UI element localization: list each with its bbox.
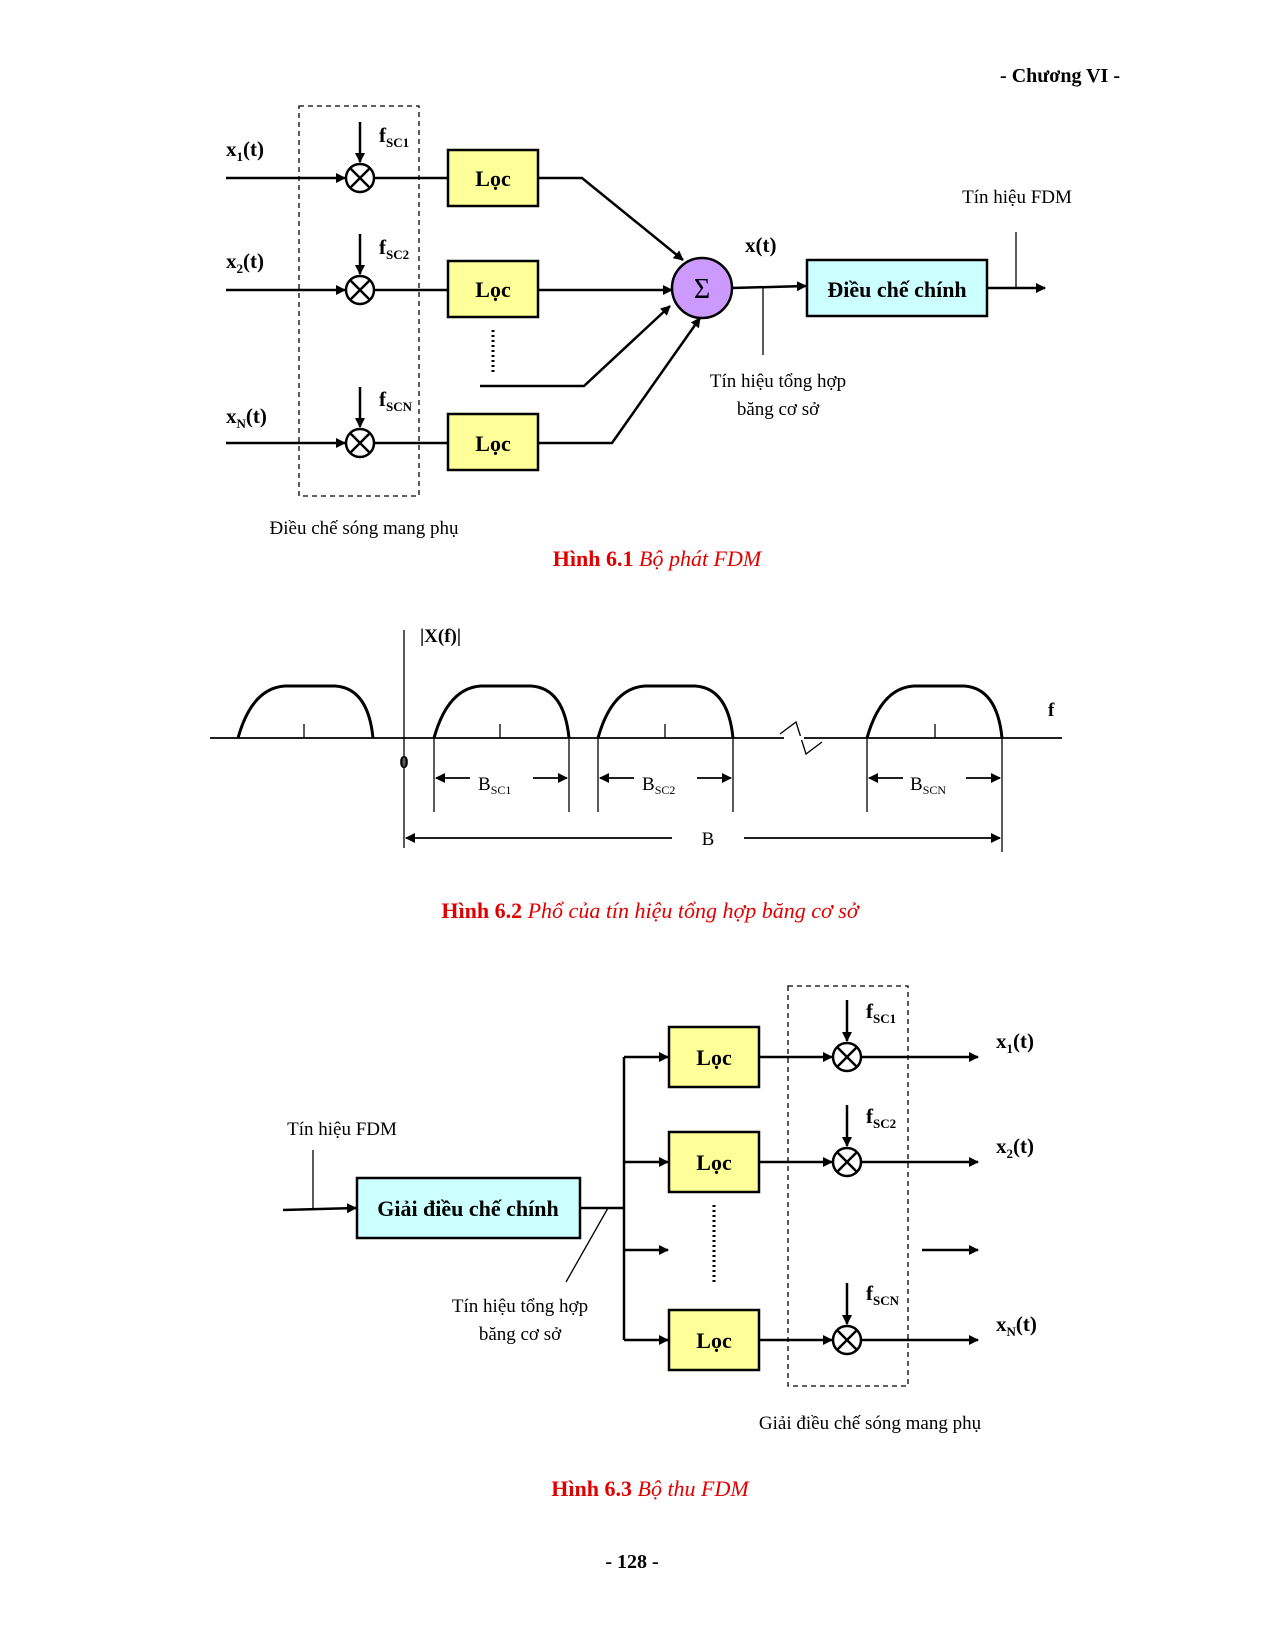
carrier-fscn-label: fSCN [379, 387, 413, 414]
caption-fig-6-2: Hình 6.2 Phổ của tín hiệu tổng hợp băng … [441, 898, 859, 923]
origin-zero: 0 [400, 752, 409, 772]
bsc1-label: BSC1 [478, 774, 511, 797]
subcarrier-mod-label: Điều chế sóng mang phụ [270, 518, 459, 539]
input-x1-label: x1(t) [226, 137, 264, 164]
caption-fig-6-3: Hình 6.3 Bộ thu FDM [551, 1476, 750, 1501]
main-demodulator-box [355, 1176, 582, 1240]
rx-filter-box-N [667, 1308, 761, 1372]
baseband-label-3a: Tín hiệu tổng hợp [452, 1296, 588, 1317]
spectrum-sc2 [596, 684, 735, 739]
rx-filter-label-2: Lọc [696, 1150, 732, 1175]
baseband-label-1a: Tín hiệu tổng hợp [710, 371, 846, 392]
rx-carrier-fscn-label: fSCN [866, 1281, 900, 1308]
subcarrier-demod-group [787, 985, 909, 1387]
filter-box-1 [446, 148, 540, 208]
input-xN-label: xN(t) [226, 404, 267, 431]
filter-box-N [446, 412, 540, 472]
spectrum-scn [865, 684, 1004, 739]
figure-6-1: x1(t) x2(t) xN(t) fSC1 fSC2 [226, 105, 1072, 571]
main-demodulator-label: Giải điều chế chính [377, 1196, 559, 1221]
carrier-fsc2-label: fSC2 [379, 235, 409, 262]
spectrum-sc1 [432, 684, 571, 739]
chapter-header: - Chương VI - [1000, 65, 1120, 87]
subcarrier-modulation-group [298, 105, 420, 497]
filter-label-1: Lọc [475, 166, 511, 191]
mixer-2-icon [344, 274, 376, 306]
sigma-symbol: Σ [694, 274, 710, 305]
mixer-1-icon [344, 162, 376, 194]
xlabel-f: f [1048, 700, 1055, 721]
caption-fig-6-1: Hình 6.1 Bộ phát FDM [553, 546, 763, 571]
figure-6-3: Tín hiệu FDM Giải điều chế chính Tín hiệ… [282, 985, 1037, 1501]
fdm-signal-label-3: Tín hiệu FDM [287, 1119, 397, 1140]
bscn-label: BSCN [910, 774, 946, 797]
carrier-fsc1-label: fSC1 [379, 123, 409, 150]
spectrum-negative [236, 684, 375, 739]
rx-mixer-N-icon [831, 1324, 863, 1356]
rx-filter-label-N: Lọc [696, 1328, 732, 1353]
main-modulator-label: Điều chế chính [827, 277, 966, 302]
rx-filter-label-1: Lọc [696, 1045, 732, 1070]
page-number: - 128 - [605, 1551, 658, 1573]
output-xN-label: xN(t) [996, 1312, 1037, 1339]
rx-mixer-1-icon [831, 1041, 863, 1073]
rx-mixer-2-icon [831, 1146, 863, 1178]
input-x2-label: x2(t) [226, 249, 264, 276]
baseband-label-1b: băng cơ sở [737, 399, 820, 420]
figure-6-2: |X(f)| f 0 BSC1 BSC2 BSCN B [210, 626, 1062, 923]
baseband-label-3b: băng cơ sở [479, 1324, 562, 1345]
rx-carrier-fsc2-label: fSC2 [866, 1104, 896, 1131]
bsc2-label: BSC2 [642, 774, 675, 797]
xt-label: x(t) [745, 233, 776, 257]
output-x2-label: x2(t) [996, 1134, 1034, 1161]
subcarrier-demod-label: Giải điều chế sóng mang phụ [759, 1413, 982, 1434]
fdm-signal-label-1: Tín hiệu FDM [962, 187, 1072, 208]
filter-label-2: Lọc [475, 277, 511, 302]
ylabel-Xf: |X(f)| [420, 626, 461, 647]
total-bandwidth-label: B [702, 829, 715, 850]
rx-filter-box-2 [667, 1130, 761, 1194]
main-modulator-box [805, 258, 989, 318]
mixer-N-icon [344, 427, 376, 459]
rx-carrier-fsc1-label: fSC1 [866, 999, 896, 1026]
output-x1-label: x1(t) [996, 1029, 1034, 1056]
filter-label-N: Lọc [475, 431, 511, 456]
